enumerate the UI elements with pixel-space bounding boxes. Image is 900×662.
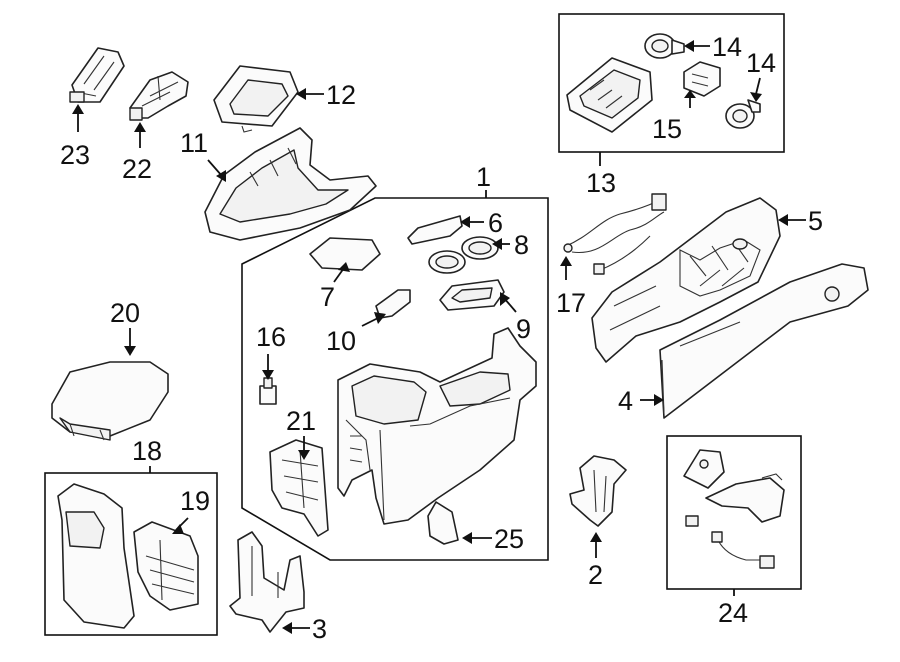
cupholder-mat-part-9 <box>439 279 505 311</box>
callout-10: 10 <box>326 326 356 356</box>
mat-part-7 <box>309 237 381 271</box>
side-panel-part-5 <box>591 197 781 363</box>
callout-2: 2 <box>588 560 603 590</box>
callout-14-bottom: 14 <box>746 48 776 78</box>
callout-14-top: 14 <box>712 32 742 62</box>
console-trim-part-11 <box>204 127 377 241</box>
vent-part-19 <box>133 521 199 611</box>
callout-20: 20 <box>110 298 140 328</box>
switch-part-22 <box>129 71 189 121</box>
console-group-frame <box>241 197 549 561</box>
callout-5: 5 <box>808 206 823 236</box>
callout-16: 16 <box>256 322 286 352</box>
callout-6: 6 <box>488 208 503 238</box>
callout-7: 7 <box>320 282 335 312</box>
callout-21: 21 <box>286 406 316 436</box>
leader-lines <box>72 40 806 634</box>
cover-part-6 <box>407 215 463 245</box>
callout-1: 1 <box>476 162 491 192</box>
socket-part-14-bottom <box>725 99 761 129</box>
callout-15: 15 <box>652 114 682 144</box>
callout-17: 17 <box>556 288 586 318</box>
bracket-part-21 <box>269 439 329 537</box>
side-trim-part-4 <box>659 263 869 419</box>
callout-23: 23 <box>60 140 90 170</box>
console-body-part <box>337 327 537 525</box>
callout-13: 13 <box>586 168 616 198</box>
callout-18: 18 <box>132 436 162 466</box>
switch-part-16 <box>259 377 277 405</box>
callout-25: 25 <box>494 524 524 554</box>
callout-11: 11 <box>180 128 208 158</box>
rear-cover-part-18 <box>57 483 135 629</box>
switch-part-23 <box>69 47 125 103</box>
callout-labels: 1 2 3 4 5 6 7 8 9 10 11 12 13 14 14 15 1… <box>60 32 823 644</box>
usb-part-15 <box>683 61 721 97</box>
socket-part-14-top <box>644 33 685 59</box>
harness-part-17 <box>563 193 667 275</box>
callout-24: 24 <box>718 598 748 628</box>
callout-9: 9 <box>516 314 531 344</box>
shift-bezel-part-12 <box>213 65 299 133</box>
bracket-part-25 <box>427 501 459 545</box>
callout-3: 3 <box>312 614 327 644</box>
callout-19: 19 <box>180 486 210 516</box>
bracket-part-2 <box>569 455 627 527</box>
cupholder-ring-part-8 <box>428 236 499 274</box>
callout-22: 22 <box>122 154 152 184</box>
shifter-part-24 <box>683 449 785 569</box>
armrest-part-20 <box>51 361 169 441</box>
callout-4: 4 <box>618 386 633 416</box>
accessory-group-frame <box>558 13 785 153</box>
callout-8: 8 <box>514 230 529 260</box>
accessory-tray-part <box>566 57 653 133</box>
rear-cover-group-frame <box>44 472 218 636</box>
callout-12: 12 <box>326 80 356 110</box>
bracket-part-3 <box>229 531 305 633</box>
